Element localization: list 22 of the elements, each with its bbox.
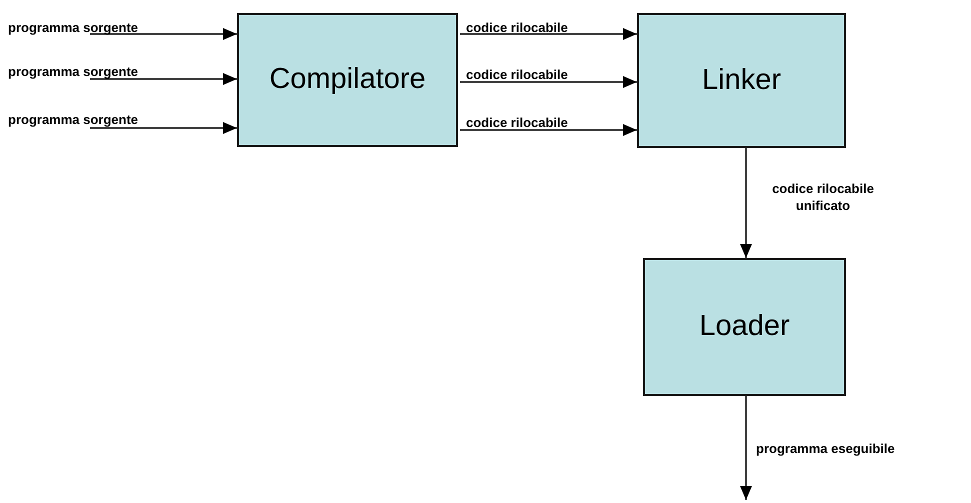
arrow: [90, 122, 237, 134]
process-box: [237, 13, 458, 147]
box-label: Linker: [702, 62, 781, 98]
process-box: [637, 13, 846, 148]
edge-label: codice rilocabile: [466, 114, 568, 131]
edge-label: codice rilocabile unificato: [771, 180, 875, 214]
arrow: [740, 148, 752, 258]
arrow: [740, 396, 752, 500]
arrow: [460, 76, 637, 88]
box-label: Loader: [699, 309, 790, 344]
edge-label: codice rilocabile: [466, 19, 568, 36]
box-label: Compilatore: [269, 62, 426, 98]
process-box: [643, 258, 846, 396]
arrow: [460, 124, 637, 136]
edge-label: programma eseguibile: [756, 440, 895, 457]
edge-label: programma sorgente: [8, 19, 138, 36]
edge-label: programma sorgente: [8, 111, 138, 128]
arrow: [460, 28, 637, 40]
edge-label: programma sorgente: [8, 63, 138, 80]
arrow: [90, 73, 237, 85]
edge-label: codice rilocabile: [466, 66, 568, 83]
arrow: [90, 28, 237, 40]
